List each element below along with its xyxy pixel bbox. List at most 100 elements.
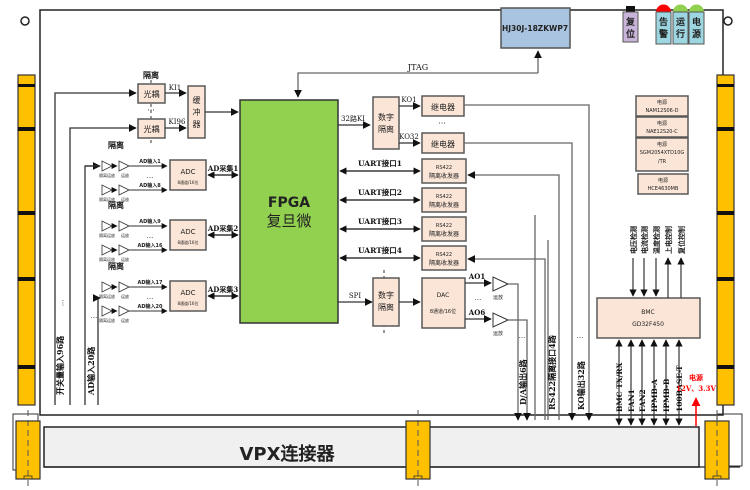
svg-text:隔离收发器: 隔离收发器: [429, 230, 459, 238]
hj-connector: [500, 7, 571, 49]
svg-text:警: 警: [659, 28, 668, 40]
svg-text:隔离: 隔离: [108, 200, 124, 210]
board-outline: [39, 9, 724, 416]
dac-block: [421, 277, 466, 329]
da-section: SPI 数字 隔离 DAC 8通道/16位 AO1 AO6 ··· 运放 运放 …: [338, 270, 531, 421]
svg-text:AD输入17: AD输入17: [138, 279, 163, 286]
mounting-hole-left: [20, 16, 30, 26]
bmc-signal-3: FAN2: [638, 339, 647, 426]
da-amp-6: [492, 312, 510, 328]
iso-amp-icon: [101, 281, 113, 293]
bmc-section: BMC GD32F450: [596, 297, 701, 339]
svg-text:AO6: AO6: [468, 308, 486, 317]
svg-text:SPI: SPI: [349, 292, 362, 300]
ko-output-label: KO输出32路: [576, 360, 586, 410]
svg-text:器: 器: [193, 120, 201, 129]
svg-text:···: ···: [438, 119, 446, 128]
svg-text:运放: 运放: [121, 256, 129, 262]
svg-text:FAN1: FAN1: [627, 389, 636, 412]
svg-text:运放: 运放: [121, 232, 129, 238]
svg-text:/TR: /TR: [658, 159, 667, 165]
svg-text:RS422: RS422: [436, 223, 452, 229]
svg-text:SGM2054XTD10G: SGM2054XTD10G: [640, 150, 685, 156]
mounting-hole-right: [723, 16, 733, 26]
ko-section: 32路KI 数字 隔离 KO1 KO32 继电器 ··· 继电器 ··· KO输…: [338, 95, 593, 421]
svg-text:运放: 运放: [121, 293, 129, 299]
svg-text:···: ···: [91, 314, 98, 322]
power-module-1: 电源 NAM12S06-D: [635, 95, 689, 117]
rs422-bus: ⋮ RS422隔离接口4路: [467, 171, 560, 420]
hj-connector-label: HJ30J-18ZKWP7: [502, 24, 568, 33]
bmc-monitor-2: 电流检测: [640, 226, 649, 297]
svg-text:隔离运放: 隔离运放: [99, 172, 115, 178]
svg-text:12V、3.3V: 12V、3.3V: [676, 384, 716, 393]
svg-text:···: ···: [147, 234, 154, 242]
switch-input-bus-label: 开关量输入96路: [55, 335, 65, 395]
svg-text:AD采集2: AD采集2: [207, 224, 239, 233]
ad-group-1: 隔离隔离运放运放AD输入1隔离运放运放AD输入8···ADC8通道/16位AD采…: [85, 140, 239, 202]
svg-text:隔离收发器: 隔离收发器: [429, 201, 459, 209]
svg-text:隔离运放: 隔离运放: [99, 256, 115, 262]
svg-text:AD输入1: AD输入1: [139, 158, 161, 165]
rs422-transceiver: [421, 187, 467, 213]
guide-pin-middle: [405, 410, 431, 488]
svg-text:···: ···: [147, 295, 154, 303]
svg-text:8通道/16位: 8通道/16位: [430, 308, 456, 315]
svg-text:电流检测: 电流检测: [640, 226, 649, 254]
svg-text:AD采集1: AD采集1: [207, 164, 239, 173]
svg-text:电源: 电源: [657, 120, 667, 127]
power-module-3: 电源 SGM2054XTD10G/TR: [635, 137, 689, 172]
svg-text:···: ···: [475, 296, 482, 304]
svg-text:运: 运: [676, 17, 686, 28]
alarm-led: 告 警: [655, 4, 672, 45]
svg-text:···: ···: [147, 174, 154, 182]
iso-amp-icon: [101, 244, 113, 256]
guide-pin-right: [704, 410, 743, 488]
svg-text:DAC: DAC: [437, 292, 450, 299]
svg-text:电源: 电源: [657, 141, 667, 148]
svg-text:100BASE-T: 100BASE-T: [675, 365, 684, 412]
left-rail: [17, 74, 36, 406]
svg-text:AD输入9: AD输入9: [139, 218, 161, 225]
svg-text:UART接口3: UART接口3: [358, 216, 402, 226]
adc-block: [169, 219, 207, 251]
svg-text:NAM12S06-D: NAM12S06-D: [645, 108, 678, 114]
bmc-monitor-1: 电压检测: [629, 226, 638, 297]
amp-icon: [118, 281, 130, 293]
svg-text:光耦: 光耦: [144, 89, 160, 99]
svg-text:RS422: RS422: [436, 252, 452, 258]
svg-text:复: 复: [625, 16, 636, 28]
svg-text:电: 电: [692, 16, 701, 28]
svg-text:隔离: 隔离: [143, 70, 159, 80]
svg-text:UART接口1: UART接口1: [358, 158, 402, 168]
rs422-output-label: RS422隔离接口4路: [547, 334, 557, 410]
amp-icon: [118, 184, 130, 196]
fpga-block: [239, 99, 339, 324]
svg-text:上电控制: 上电控制: [664, 226, 673, 254]
fpga-label: FPGA: [268, 195, 310, 211]
bmc-signal-4: IPMB-A: [650, 339, 659, 426]
svg-text:IPMB-B: IPMB-B: [662, 379, 671, 412]
amp-icon: [118, 220, 130, 232]
svg-text:···: ···: [147, 106, 155, 115]
bmc-signal-1: BMC TX/RX: [615, 339, 624, 426]
svg-text:位: 位: [626, 28, 635, 40]
svg-text:KO1: KO1: [401, 96, 416, 104]
svg-text:电源: 电源: [689, 373, 703, 382]
svg-text:RS422: RS422: [436, 194, 452, 200]
svg-text:隔离: 隔离: [108, 261, 124, 271]
svg-text:运放: 运放: [493, 294, 503, 301]
adc-block: [169, 280, 207, 312]
svg-text:运放: 运放: [493, 330, 503, 337]
svg-text:⋮: ⋮: [548, 334, 555, 342]
svg-text:电源: 电源: [657, 99, 667, 106]
svg-text:缓: 缓: [193, 95, 201, 105]
vpx-label: VPX连接器: [239, 443, 335, 465]
svg-text:隔离: 隔离: [108, 140, 124, 150]
svg-text:···: ···: [519, 334, 526, 342]
reset-button[interactable]: 复 位: [622, 6, 639, 43]
